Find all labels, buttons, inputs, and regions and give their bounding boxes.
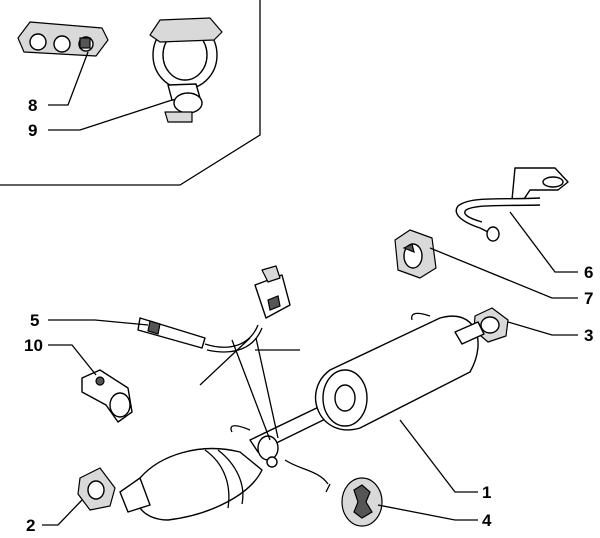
callout-1: 1 <box>482 483 491 502</box>
callout-7: 7 <box>584 289 593 308</box>
part-5-oxygen-sensor <box>137 265 291 353</box>
part-10-bracket <box>81 369 133 423</box>
callout-3: 3 <box>584 326 593 345</box>
part-8-clip-bracket <box>17 21 109 57</box>
callout-10: 10 <box>24 336 43 355</box>
part-2-gasket <box>77 467 116 511</box>
part-9-hose-clamp <box>149 17 223 123</box>
callout-6: 6 <box>584 263 593 282</box>
inset-border <box>0 0 261 186</box>
callout-5: 5 <box>30 311 39 330</box>
part-7-rubber-mount <box>394 229 437 279</box>
callout-2: 2 <box>26 516 35 533</box>
leader-lines <box>42 51 578 526</box>
section-line <box>199 337 300 441</box>
callout-8: 8 <box>28 96 37 115</box>
callout-4: 4 <box>482 511 492 530</box>
callout-9: 9 <box>28 121 37 140</box>
part-1-muffler-assembly <box>230 312 485 493</box>
part-6-bracket-pipe <box>455 167 569 242</box>
part-4-rubber-mount <box>341 477 383 527</box>
catalytic-converter <box>119 447 263 521</box>
